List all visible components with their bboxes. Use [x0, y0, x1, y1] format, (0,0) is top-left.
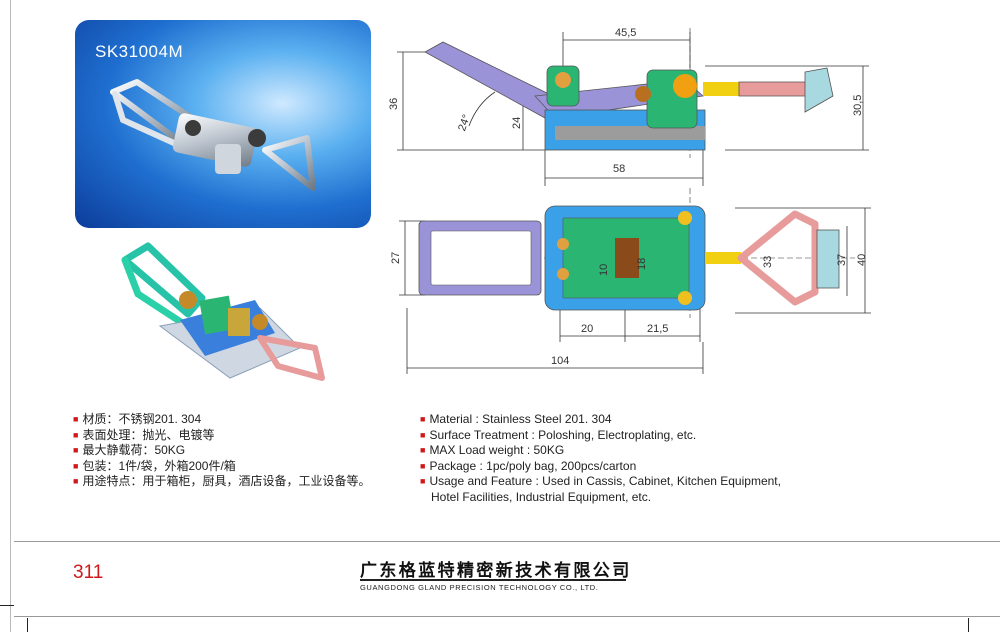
- dim-side-width-base: 58: [613, 163, 625, 175]
- crop-mark-bottom-left: [27, 618, 28, 632]
- spec-en-item: ■Surface Treatment : Poloshing, Electrop…: [420, 427, 697, 442]
- latch-3d-render: [121, 242, 325, 381]
- footer-divider-bottom: [14, 616, 1000, 617]
- spec-cn-item: ■表面处理：抛光、电镀等: [73, 427, 215, 442]
- dim-top-hole-b: 18: [636, 258, 648, 270]
- bullet-icon: ■: [73, 414, 79, 424]
- bullet-icon: ■: [420, 429, 426, 440]
- dim-top-height-left: 27: [390, 252, 402, 264]
- specs-chinese: ■材质：不锈钢201. 304 ■表面处理：抛光、电镀等 ■最大静载荷：50KG…: [73, 412, 370, 490]
- bullet-icon: ■: [420, 445, 426, 455]
- bullet-icon: ■: [73, 476, 79, 486]
- spec-cn-item: ■用途特点：用于箱柜，厨具，酒店设备，工业设备等。: [73, 474, 371, 488]
- page-edge-line: [10, 0, 11, 632]
- bullet-icon: ■: [420, 414, 426, 424]
- page-number: 311: [73, 562, 104, 583]
- product-model-label: SK31004M: [95, 42, 184, 61]
- dim-top-seg-b: 21,5: [647, 323, 668, 335]
- footer-divider-top: [14, 541, 1000, 542]
- dim-side-height-left: 36: [388, 98, 400, 110]
- dim-top-total: 104: [551, 355, 569, 367]
- spec-en-item: ■Package : 1pc/poly bag, 200pcs/carton: [420, 458, 637, 473]
- spec-cn-item: ■包装：1件/袋，外箱200件/箱: [73, 458, 236, 473]
- company-name-cn: 广东格蓝特精密新技术有限公司: [360, 561, 632, 580]
- dim-top-seg-a: 20: [581, 323, 593, 335]
- spec-cn-item: ■材质：不锈钢201. 304: [73, 412, 202, 426]
- dim-side-inner-height: 24: [511, 117, 523, 129]
- crop-mark-bottom-right: [968, 618, 969, 632]
- spec-en-item: ■Usage and Feature : Used in Cassis, Cab…: [420, 474, 781, 488]
- bullet-icon: ■: [73, 429, 79, 440]
- spec-cn-item: ■最大静载荷：50KG: [73, 443, 186, 457]
- specs-english: ■Material : Stainless Steel 201. 304 ■Su…: [420, 412, 781, 505]
- bullet-icon: ■: [420, 460, 426, 471]
- dim-top-outer-a: 37: [836, 254, 848, 266]
- latch-photo-illustration: [110, 79, 316, 191]
- bullet-icon: ■: [73, 445, 79, 455]
- bullet-icon: ■: [73, 460, 79, 471]
- company-underline: [360, 579, 626, 581]
- dim-side-height-right: 30,5: [852, 95, 864, 116]
- dim-side-width-top: 45,5: [615, 27, 636, 39]
- bullet-icon: ■: [420, 476, 426, 486]
- dim-top-hole-a: 10: [598, 264, 610, 276]
- technical-drawing: 45,5 36 24 24° 30,5 58 27 10 18 33 37 40…: [388, 27, 871, 374]
- dim-top-outer-b: 40: [856, 254, 868, 266]
- company-name-en: GUANGDONG GLAND PRECISION TECHNOLOGY CO.…: [360, 583, 599, 592]
- spec-en-item: ■MAX Load weight : 50KG: [420, 443, 565, 457]
- spec-en-item: ■Material : Stainless Steel 201. 304: [420, 412, 612, 426]
- product-photo: SK31004M: [75, 20, 371, 228]
- crop-mark: [0, 605, 14, 606]
- dim-side-angle: 24°: [456, 113, 473, 133]
- dim-top-loop: 33: [762, 256, 774, 268]
- spec-en-item-continued: Hotel Facilities, Industrial Equipment, …: [431, 489, 652, 504]
